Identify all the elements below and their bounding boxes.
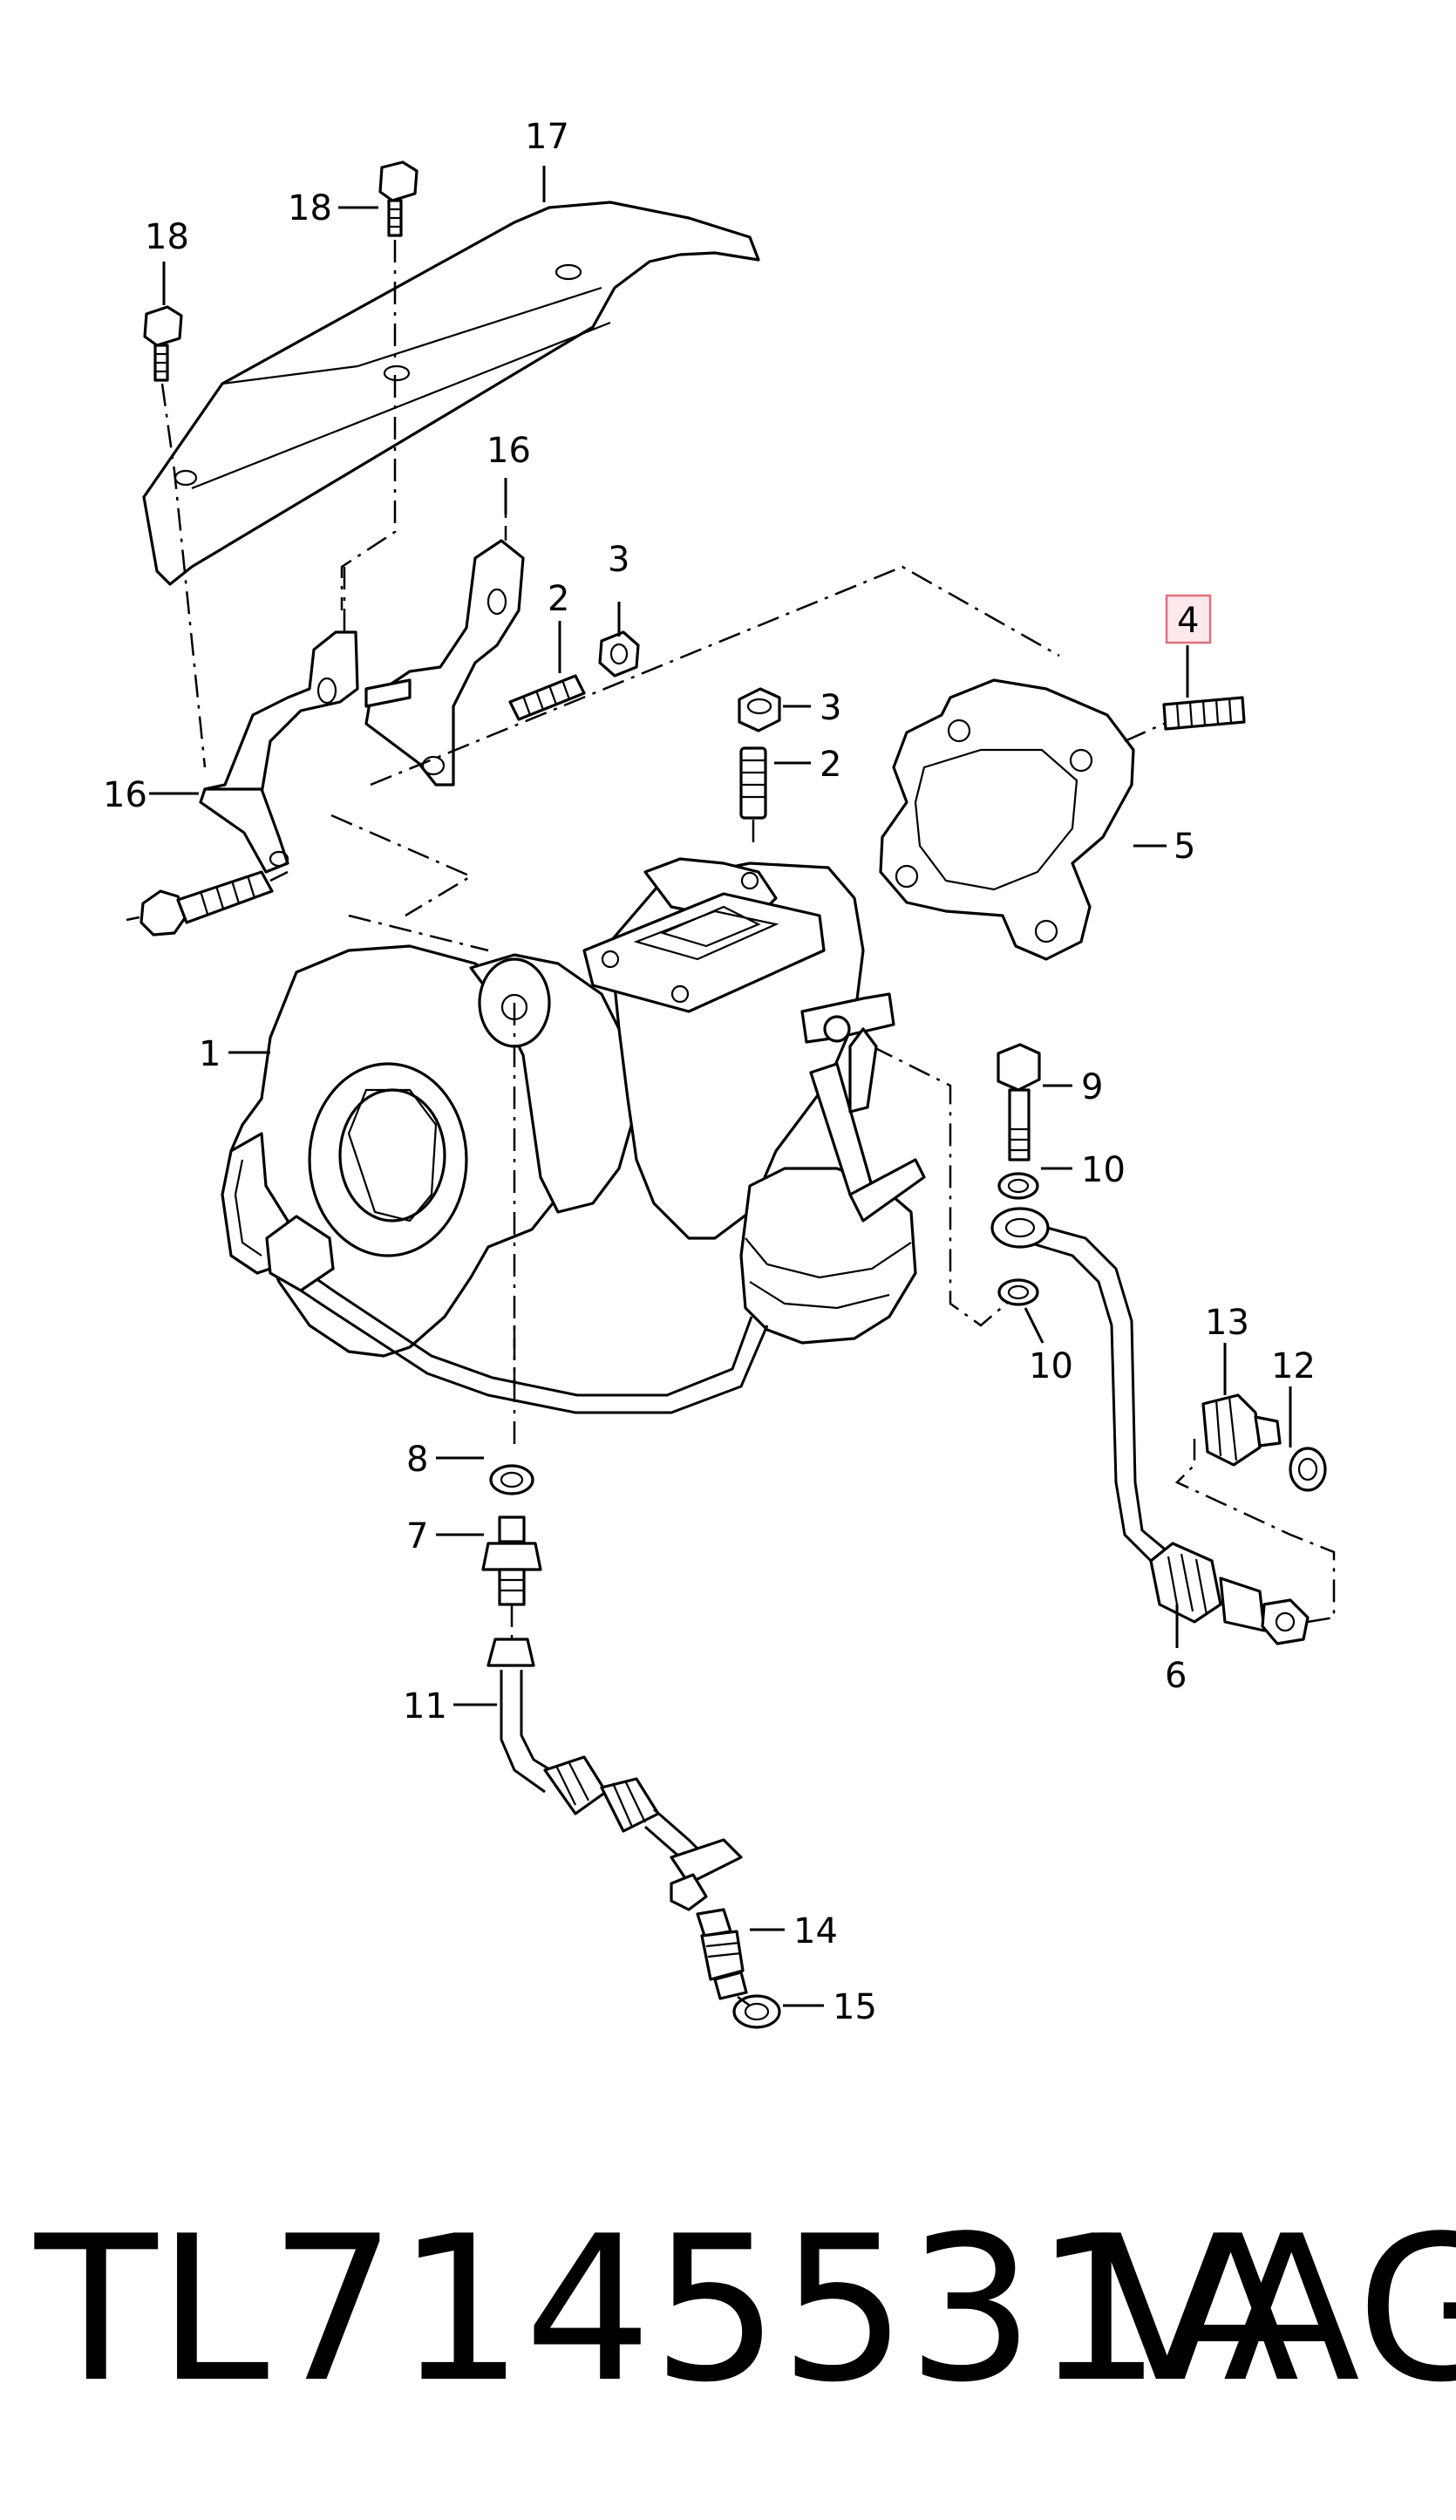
callout-5: 5 — [1174, 827, 1195, 867]
nut-3-middle — [738, 687, 781, 732]
union-14 — [696, 1908, 748, 2000]
callout-12: 12 — [1271, 1346, 1316, 1386]
bracket-16-right — [364, 539, 525, 787]
callout-8: 8 — [406, 1440, 428, 1480]
leader-lines — [149, 166, 1292, 2007]
washer-10-upper — [997, 1172, 1039, 1200]
banjo-bolt-9 — [997, 1043, 1041, 1161]
part-number: TL7145531A — [35, 2194, 1300, 2427]
stud-4 — [1162, 696, 1246, 731]
callout-13: 13 — [1205, 1303, 1249, 1343]
callout-9: 9 — [1081, 1067, 1103, 1107]
callout-6: 6 — [1165, 1656, 1187, 1696]
callout-3-middle: 3 — [820, 688, 841, 728]
union-7 — [481, 1515, 542, 1606]
callout-1: 1 — [199, 1034, 221, 1074]
turbocharger-1 — [221, 857, 926, 1414]
callout-7: 7 — [406, 1516, 428, 1556]
bolt-18-left — [143, 305, 183, 382]
callout-18-left: 18 — [145, 217, 189, 257]
callout-4-highlight — [1165, 594, 1212, 644]
callout-10-lower: 10 — [1029, 1346, 1073, 1386]
caption: TL7145531A VAG — [35, 2180, 1456, 2442]
washer-15 — [732, 1994, 781, 2029]
bracket-16-left — [199, 630, 359, 874]
callout-11: 11 — [403, 1686, 447, 1727]
callout-18-top: 18 — [288, 188, 332, 228]
union-13 — [1201, 1393, 1282, 1467]
heat-shield-17 — [142, 201, 760, 586]
bolt-18-top — [378, 160, 418, 237]
callout-4: 4 — [1177, 601, 1199, 641]
washer-8 — [489, 1464, 534, 1495]
oil-feed-pipe-6 — [990, 1207, 1310, 1645]
washer-10-lower — [997, 1278, 1039, 1306]
callout-16-left: 16 — [103, 775, 147, 815]
callout-labels: 17 18 18 16 16 2 3 3 2 4 5 1 9 10 10 13 … — [103, 117, 1316, 2027]
washer-12 — [1289, 1447, 1327, 1492]
bracket-bolt — [139, 870, 274, 936]
callout-2-middle: 2 — [820, 745, 841, 785]
stud-2-upper — [508, 674, 586, 721]
callout-3-upper: 3 — [608, 540, 629, 580]
stud-2-middle — [739, 746, 767, 820]
callout-14: 14 — [793, 1911, 838, 1951]
nut-3-upper — [598, 630, 640, 678]
oil-return-pipe-11 — [486, 1638, 743, 1911]
callout-16-top: 16 — [486, 431, 531, 471]
callout-17: 17 — [525, 117, 569, 157]
brand: VAG — [1099, 2194, 1456, 2427]
gasket-5 — [879, 678, 1135, 961]
callout-15: 15 — [833, 1987, 877, 2027]
callout-2-upper: 2 — [548, 579, 569, 619]
callout-10-upper: 10 — [1081, 1150, 1126, 1190]
